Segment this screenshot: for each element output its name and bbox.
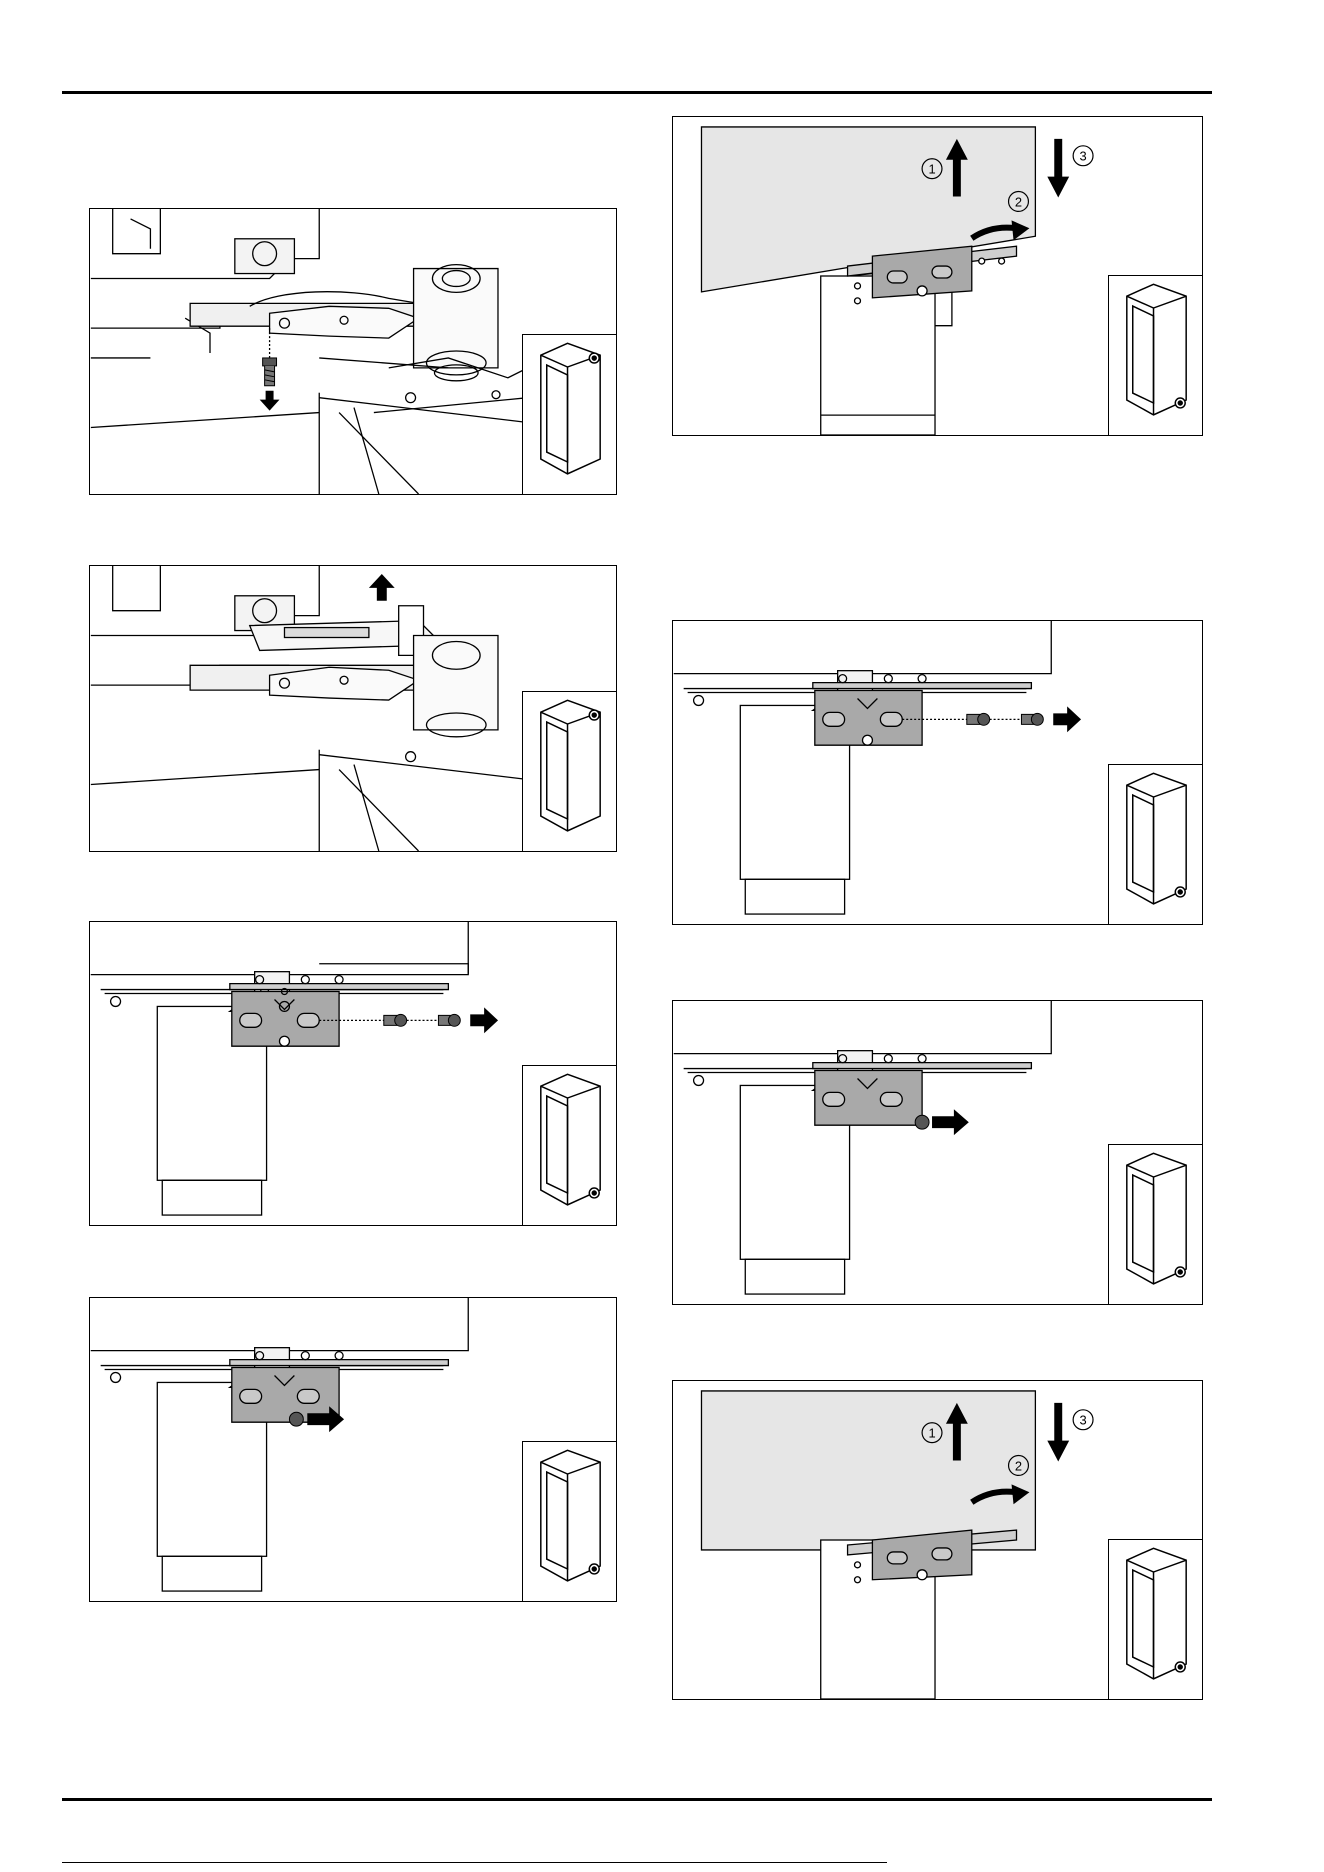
- screw-icon: [438, 1014, 460, 1026]
- illustration-remove-lower-hinge-screws: [89, 921, 617, 1226]
- callout-2: 2: [1015, 194, 1022, 209]
- screw-icon: [915, 1115, 929, 1129]
- callout-3: 3: [1079, 1413, 1086, 1428]
- callout-1: 1: [928, 1426, 935, 1441]
- arrow-icon: [1047, 139, 1069, 198]
- bottom-rule: [62, 1798, 1212, 1801]
- orientation-inset: [1108, 764, 1202, 924]
- top-rule: [62, 91, 1212, 94]
- arrow-icon: [932, 1109, 969, 1135]
- orientation-inset: [1108, 1144, 1202, 1304]
- arrow-icon: [260, 391, 280, 411]
- footer-rule: [62, 1862, 887, 1863]
- callout-1: 1: [928, 162, 935, 177]
- orientation-inset: [522, 334, 616, 494]
- arrow-icon: [470, 1007, 498, 1033]
- screw-icon: [967, 713, 990, 725]
- illustration-shift-lower-hinge: [89, 1297, 617, 1602]
- screw-icon: [289, 1412, 303, 1426]
- fridge-outline-icon: [1109, 1145, 1202, 1304]
- illustration-door-lift-rotate: 1 2 3: [672, 116, 1203, 436]
- orientation-inset: [522, 691, 616, 851]
- arrow-icon: [1047, 1403, 1069, 1462]
- orientation-inset: [1108, 1539, 1202, 1699]
- orientation-inset: [1108, 275, 1202, 435]
- orientation-inset: [522, 1065, 616, 1225]
- illustration-shift-hinge-right: [672, 1000, 1203, 1305]
- illustration-remove-hinge-screws-right: [672, 620, 1203, 925]
- illustration-remove-hinge-screw: [89, 208, 617, 495]
- fridge-outline-icon: [1109, 276, 1202, 435]
- arrow-icon: [369, 574, 395, 601]
- callout-3: 3: [1079, 149, 1086, 164]
- screw-icon: [1021, 713, 1043, 725]
- arrow-icon: [1053, 706, 1081, 732]
- callout-2: 2: [1015, 1458, 1022, 1473]
- fridge-outline-icon: [523, 1442, 616, 1601]
- fridge-outline-icon: [1109, 765, 1202, 924]
- illustration-lift-hinge: [89, 565, 617, 852]
- fridge-outline-icon: [523, 1066, 616, 1225]
- fridge-outline-icon: [523, 692, 616, 851]
- illustration-door-refit: 1 2 3: [672, 1380, 1203, 1700]
- fridge-outline-icon: [1109, 1540, 1202, 1699]
- screw-icon: [384, 1014, 407, 1026]
- orientation-inset: [522, 1441, 616, 1601]
- screw-icon: [263, 358, 277, 386]
- fridge-outline-icon: [523, 335, 616, 494]
